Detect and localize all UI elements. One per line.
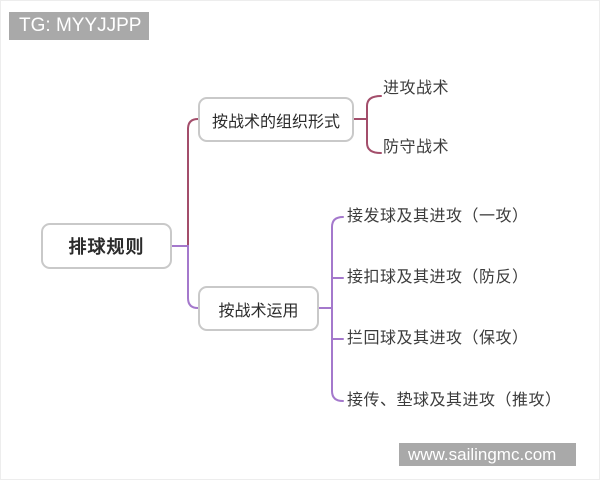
root-topic-label: 排球规则 bbox=[68, 237, 145, 257]
leaf-pass-dig-attack[interactable]: 接传、垫球及其进攻（推攻） bbox=[347, 392, 562, 409]
leaf-defensive-tactics[interactable]: 防守战术 bbox=[383, 139, 450, 156]
connector-branch2-bracket bbox=[331, 216, 344, 402]
connector-root-to-branch1 bbox=[171, 118, 199, 247]
leaf-serve-receive-attack[interactable]: 接发球及其进攻（一攻） bbox=[347, 208, 529, 225]
leaf-offensive-tactics[interactable]: 进攻战术 bbox=[383, 80, 450, 97]
watermark-website: www.sailingmc.com bbox=[399, 443, 576, 466]
watermark-telegram: TG: MYYJJPP bbox=[9, 12, 149, 40]
branch-tactic-organization[interactable]: 按战术的组织形式 bbox=[198, 97, 354, 142]
branch-tactic-application[interactable]: 按战术运用 bbox=[198, 286, 319, 331]
branch-tactic-application-label: 按战术运用 bbox=[218, 302, 299, 320]
branch-tactic-organization-label: 按战术的组织形式 bbox=[211, 113, 340, 131]
leaf-block-return-attack[interactable]: 拦回球及其进攻（保攻） bbox=[347, 330, 529, 347]
connector-root-to-branch2 bbox=[171, 245, 199, 309]
connector-branch1-bracket bbox=[366, 95, 382, 154]
leaf-spike-receive-attack[interactable]: 接扣球及其进攻（防反） bbox=[347, 269, 529, 286]
root-topic[interactable]: 排球规则 bbox=[41, 223, 172, 269]
